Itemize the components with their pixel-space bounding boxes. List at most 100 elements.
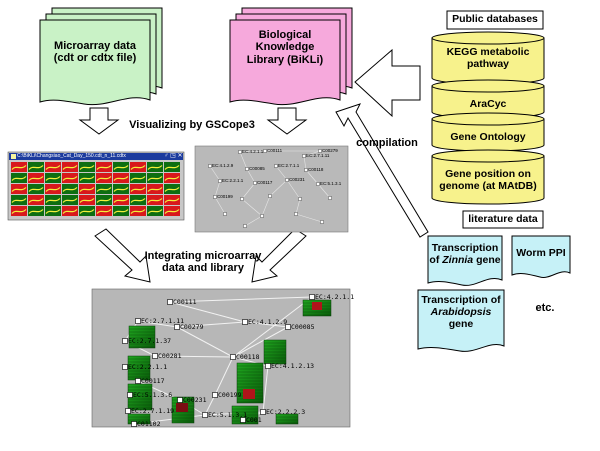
zinnia-line2: of Zinnia gene <box>428 253 502 267</box>
heatmap-cell <box>45 184 61 194</box>
heatmap-cell <box>28 195 44 205</box>
network-node <box>285 324 291 330</box>
thumb-node-label: C00085 <box>249 166 265 171</box>
window-controls[interactable]: ♂ ◳ ✕ <box>164 153 183 159</box>
network-node <box>212 392 218 398</box>
network-thumbnail <box>194 145 349 233</box>
zinnia-label: Transcription of Zinnia gene <box>428 242 502 267</box>
thumb-node-label: C00111 <box>267 148 283 153</box>
thumb-node-label: EC:2.7.1.1 <box>278 163 300 168</box>
network-node <box>125 408 131 414</box>
network-node-label: EC:2.7.1.37 <box>128 337 172 345</box>
network-node-label: C00117 <box>141 377 165 385</box>
heatmap-cell <box>79 173 95 183</box>
thumb-node <box>240 197 244 201</box>
expression-block <box>263 339 287 365</box>
network-node-label: C00085 <box>291 323 315 331</box>
network-node-label: C00231 <box>183 396 207 404</box>
heatmap-cell <box>130 184 146 194</box>
network-node-label: C01102 <box>137 420 161 428</box>
heatmap-cell <box>113 173 129 183</box>
database-cylinder-1 <box>431 79 545 119</box>
arabidopsis-italic: Arabidopsis <box>430 305 492 318</box>
heatmap-cell <box>62 184 78 194</box>
thumb-node-label: C00118 <box>308 167 324 172</box>
thumb-node-label: EC:5.1.3.1 <box>320 181 342 186</box>
heatmap-cell <box>113 195 129 205</box>
kegg-line1: KEGG metabolic <box>446 46 530 58</box>
thumb-node <box>213 195 217 199</box>
thumb-node <box>320 220 324 224</box>
heatmap-cell <box>96 195 112 205</box>
heatmap-cell <box>62 206 78 216</box>
arabidopsis-label: Transcription of Arabidopsis gene <box>418 294 504 330</box>
arrow-integrate-right <box>251 228 307 283</box>
network-node-label: C00279 <box>180 323 204 331</box>
gscope-window <box>7 151 185 221</box>
thumb-node-label: C00117 <box>257 180 273 185</box>
network-node-label: C001 <box>246 416 262 424</box>
public-databases-title: Public databases <box>452 13 538 25</box>
thumb-node-label: EC:2.2.1.1 <box>222 178 244 183</box>
thumb-node <box>243 224 247 228</box>
zinnia-italic: Zinnia <box>442 253 474 266</box>
network-node <box>309 294 315 300</box>
network-node <box>240 417 246 423</box>
network-node <box>202 412 208 418</box>
bikli-line2: Knowledge <box>255 41 315 54</box>
heatmap-cell <box>28 173 44 183</box>
thumb-node <box>304 168 308 172</box>
arabidopsis-line3: gene <box>448 317 474 330</box>
heatmap-cell <box>164 184 180 194</box>
gene-position-line1: Gene position on <box>445 168 531 180</box>
zinnia-suffix: gene <box>473 253 501 266</box>
kegg-label: KEGG metabolic pathway <box>432 46 544 70</box>
heatmap-cell <box>130 173 146 183</box>
thumb-node-label: C00231 <box>289 177 305 182</box>
compilation-label: compilation <box>356 137 418 149</box>
heatmap-grid <box>11 162 180 216</box>
thumb-node <box>294 212 298 216</box>
gene-ontology-label: Gene Ontology <box>450 131 526 143</box>
bikli-doc-stack <box>229 7 353 106</box>
database-cylinder-3 <box>431 149 545 205</box>
network-node <box>135 378 141 384</box>
network-node <box>131 421 137 427</box>
heatmap-cell <box>147 206 163 216</box>
heatmap-cell <box>79 162 95 172</box>
heatmap-cell <box>147 195 163 205</box>
thumb-node-label: EC:2.7.1.11 <box>306 153 330 158</box>
thumb-node <box>245 167 249 171</box>
database-cylinder-0 <box>431 31 545 85</box>
arrow-integrate-left <box>94 228 151 283</box>
public-databases-title-box <box>446 10 544 30</box>
gene-position-label: Gene position on genome (at MAtDB) <box>432 168 544 192</box>
expression-block <box>236 362 264 404</box>
bikli-doc <box>229 19 341 106</box>
heatmap-cell <box>130 195 146 205</box>
heatmap-cell <box>45 173 61 183</box>
zinnia-line1: Transcription <box>431 242 499 254</box>
microarray-doc <box>39 19 151 106</box>
heatmap-cell <box>164 162 180 172</box>
network-node-label: EC:4.2.1.1 <box>315 293 355 301</box>
heatmap-cell <box>11 173 27 183</box>
network-node-label: C00199 <box>218 391 242 399</box>
thumb-node <box>274 164 278 168</box>
thumb-node <box>238 150 242 154</box>
bikli-doc-label: Biological Knowledge Library (BiKLi) <box>230 29 340 66</box>
network-node-label: EC:2.2.2.3 <box>266 408 306 416</box>
network-node-label: EC:4.1.2.13 <box>271 362 315 370</box>
gene-position-line2: genome (at MAtDB) <box>439 180 537 193</box>
expression-block <box>127 413 151 425</box>
heatmap-cell <box>28 162 44 172</box>
heatmap-cell <box>130 206 146 216</box>
thumb-node <box>253 181 257 185</box>
integrated-network <box>91 288 351 428</box>
heatmap-cell <box>11 184 27 194</box>
etc-label: etc. <box>535 302 555 314</box>
network-node <box>135 318 141 324</box>
network-node <box>265 363 271 369</box>
heatmap-cell <box>62 173 78 183</box>
